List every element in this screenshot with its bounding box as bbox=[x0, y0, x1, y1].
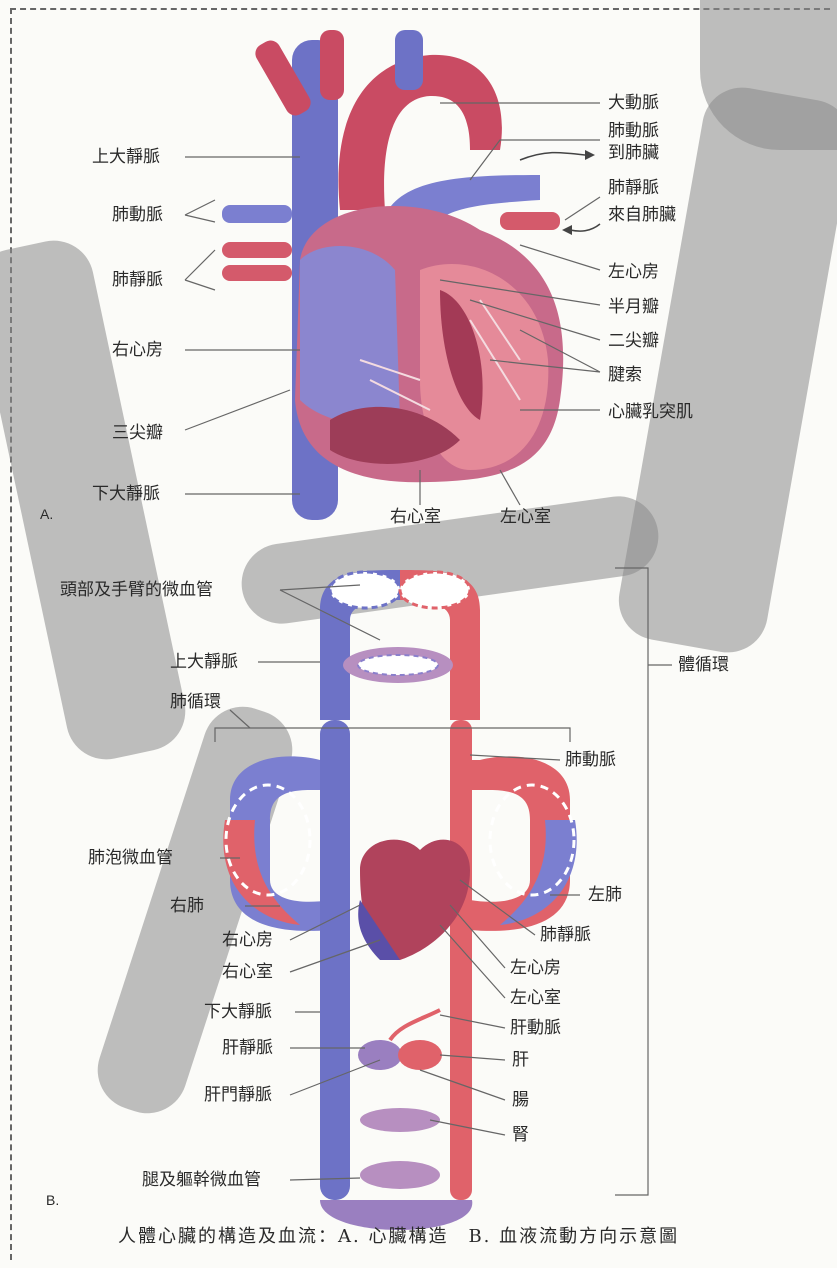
label-right-atrium-b: 右心房 bbox=[222, 930, 273, 950]
label-tricuspid-valve: 三尖瓣 bbox=[112, 423, 163, 443]
label-semilunar-valve: 半月瓣 bbox=[608, 297, 659, 317]
label-right-ventricle-a: 右心室 bbox=[390, 507, 441, 527]
label-pulmonary-vein-right: 肺靜脈 bbox=[608, 178, 659, 198]
label-pulmonary-circulation: 肺循環 bbox=[170, 692, 221, 712]
label-left-lung: 左肺 bbox=[588, 885, 622, 905]
label-left-atrium: 左心房 bbox=[608, 262, 659, 282]
label-pulmonary-vein-left: 肺靜脈 bbox=[112, 270, 163, 290]
label-liver: 肝 bbox=[512, 1050, 529, 1070]
label-hepatic-artery: 肝動脈 bbox=[510, 1018, 561, 1038]
label-pulmonary-vein-b: 肺靜脈 bbox=[540, 925, 591, 945]
label-pulmonary-artery-b: 肺動脈 bbox=[565, 750, 616, 770]
label-alveolar-capillaries: 肺泡微血管 bbox=[88, 848, 173, 868]
label-superior-vena-cava: 上大靜脈 bbox=[92, 147, 160, 167]
label-left-ventricle-b: 左心室 bbox=[510, 988, 561, 1008]
part-label-b: B. bbox=[46, 1192, 59, 1208]
figure-caption: 人體心臟的構造及血流：A. 心臟構造 B. 血液流動方向示意圖 bbox=[118, 1222, 679, 1248]
label-aorta: 大動脈 bbox=[608, 93, 659, 113]
label-to-lungs: 到肺臟 bbox=[608, 143, 659, 163]
label-chordae-tendineae: 腱索 bbox=[608, 365, 642, 385]
label-right-ventricle-b: 右心室 bbox=[222, 962, 273, 982]
label-pulmonary-artery-left: 肺動脈 bbox=[112, 205, 163, 225]
label-right-atrium: 右心房 bbox=[112, 340, 163, 360]
part-label-a: A. bbox=[40, 506, 53, 522]
label-leg-capillaries: 腿及軀幹微血管 bbox=[142, 1170, 261, 1190]
label-pulmonary-artery-right: 肺動脈 bbox=[608, 121, 659, 141]
label-left-atrium-b: 左心房 bbox=[510, 958, 561, 978]
label-hepatic-portal-vein: 肝門靜脈 bbox=[204, 1085, 272, 1105]
label-papillary-muscle: 心臟乳突肌 bbox=[608, 402, 693, 422]
label-left-ventricle-a: 左心室 bbox=[500, 507, 551, 527]
label-hepatic-vein: 肝靜脈 bbox=[222, 1038, 273, 1058]
label-inferior-vena-cava: 下大靜脈 bbox=[92, 484, 160, 504]
label-intestine: 腸 bbox=[512, 1090, 529, 1110]
label-systemic-circulation: 體循環 bbox=[678, 655, 729, 675]
label-kidney: 腎 bbox=[512, 1125, 529, 1145]
label-svc-b: 上大靜脈 bbox=[170, 652, 238, 672]
label-mitral-valve: 二尖瓣 bbox=[608, 331, 659, 351]
label-right-lung: 右肺 bbox=[170, 896, 204, 916]
label-ivc-b: 下大靜脈 bbox=[204, 1002, 272, 1022]
label-head-capillaries: 頭部及手臂的微血管 bbox=[60, 580, 213, 600]
label-from-lungs: 來自肺臟 bbox=[608, 205, 676, 225]
